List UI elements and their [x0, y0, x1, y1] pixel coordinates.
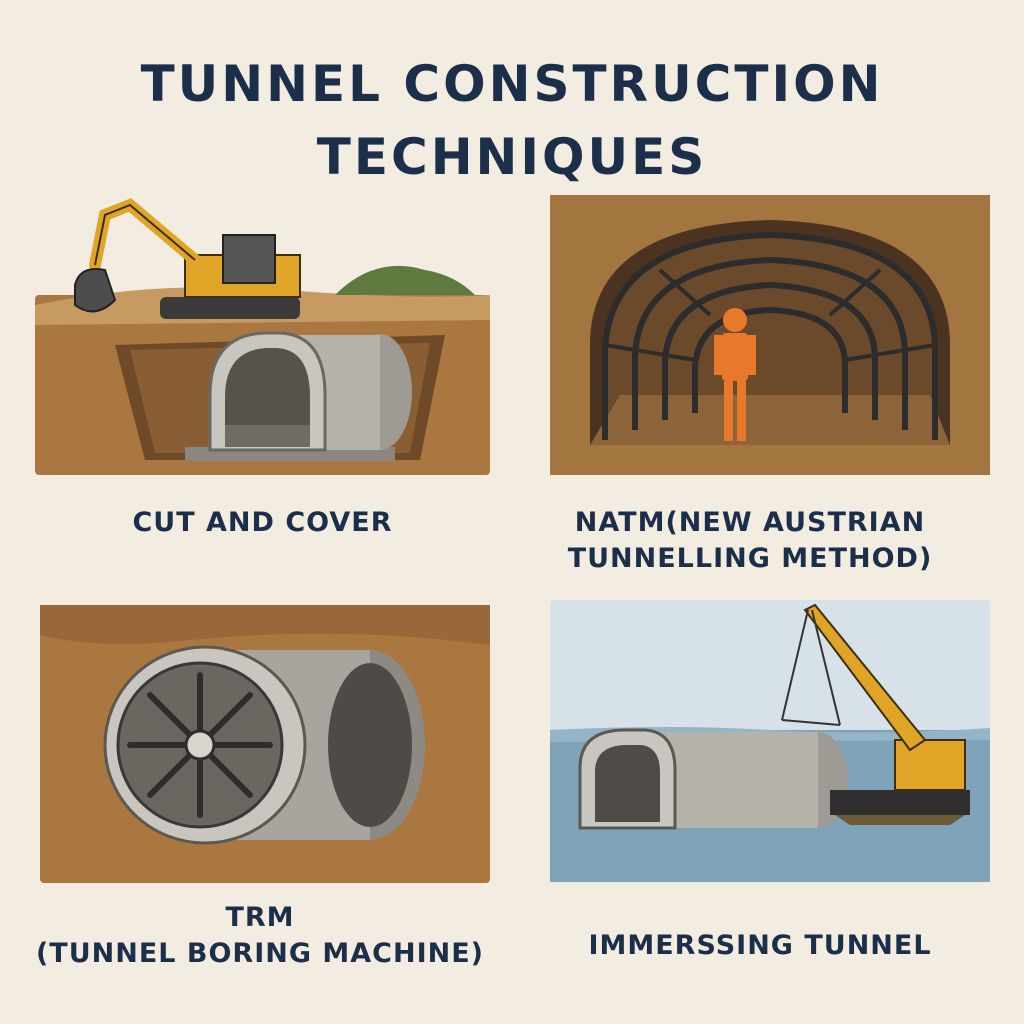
caption-line: (TUNNEL BORING MACHINE) — [35, 938, 485, 969]
crane-barge-tube-icon — [550, 600, 990, 882]
caption-line: NATM(NEW AUSTRIAN — [574, 507, 926, 538]
page-title-line-2: TECHNIQUES — [316, 128, 708, 186]
caption-line: IMMERSSING TUNNEL — [588, 930, 932, 961]
cut-and-cover-panel — [35, 185, 490, 475]
caption-line: TUNNELLING METHOD) — [567, 543, 933, 574]
natm-panel — [550, 195, 990, 475]
arched-tunnel-worker-icon — [550, 195, 990, 475]
excavator-trench-icon — [35, 198, 490, 475]
caption-line: CUT AND COVER — [132, 507, 393, 538]
immersed-tunnel-caption: IMMERSSING TUNNEL — [540, 928, 980, 964]
tbm-caption: TRM (TUNNEL BORING MACHINE) — [30, 900, 490, 972]
page-title-line-1: TUNNEL CONSTRUCTION — [140, 55, 884, 113]
immersed-tunnel-panel — [550, 600, 990, 882]
natm-caption: NATM(NEW AUSTRIAN TUNNELLING METHOD) — [530, 505, 970, 577]
boring-machine-icon — [40, 605, 490, 883]
tbm-panel — [40, 605, 490, 883]
caption-line: TRM — [225, 902, 295, 933]
cut-and-cover-caption: CUT AND COVER — [35, 505, 490, 541]
